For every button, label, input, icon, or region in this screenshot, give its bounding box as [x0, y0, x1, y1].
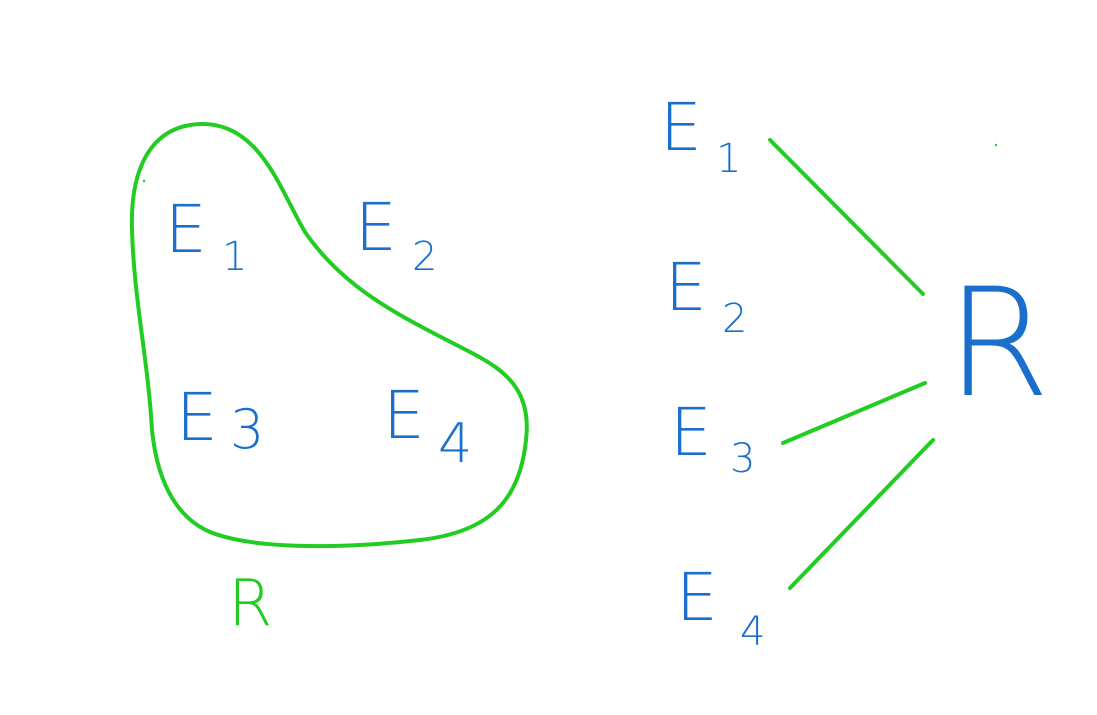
right-e3-index: 3: [730, 436, 755, 482]
right-e4-letter: E: [676, 559, 718, 636]
right-relation-label: R: [946, 257, 1050, 431]
left-e2-index: 2: [412, 234, 437, 280]
left-e4-letter: E: [383, 377, 425, 454]
right-e2-letter: E: [665, 249, 707, 326]
left-e1-index: 1: [222, 234, 247, 280]
left-e1-letter: E: [165, 191, 207, 268]
edge-e3-r: [781, 381, 927, 445]
right-e4-index: 4: [740, 609, 765, 655]
right-e3-letter: E: [670, 394, 712, 471]
stray-dot: [142, 179, 146, 183]
left-e2-letter: E: [355, 189, 397, 266]
left-e3-letter: E: [176, 379, 218, 456]
left-e4-index: 4: [438, 412, 472, 475]
edge-e1-r: [768, 138, 925, 296]
relation-blob: [129, 121, 529, 549]
stray-dot: [994, 143, 998, 147]
right-e1-index: 1: [716, 136, 741, 182]
edge-e4-r: [788, 438, 935, 590]
left-relation-label: R: [228, 567, 272, 641]
right-e1-letter: E: [660, 89, 702, 166]
left-e3-index: 3: [230, 398, 264, 461]
right-e2-index: 2: [722, 296, 747, 342]
